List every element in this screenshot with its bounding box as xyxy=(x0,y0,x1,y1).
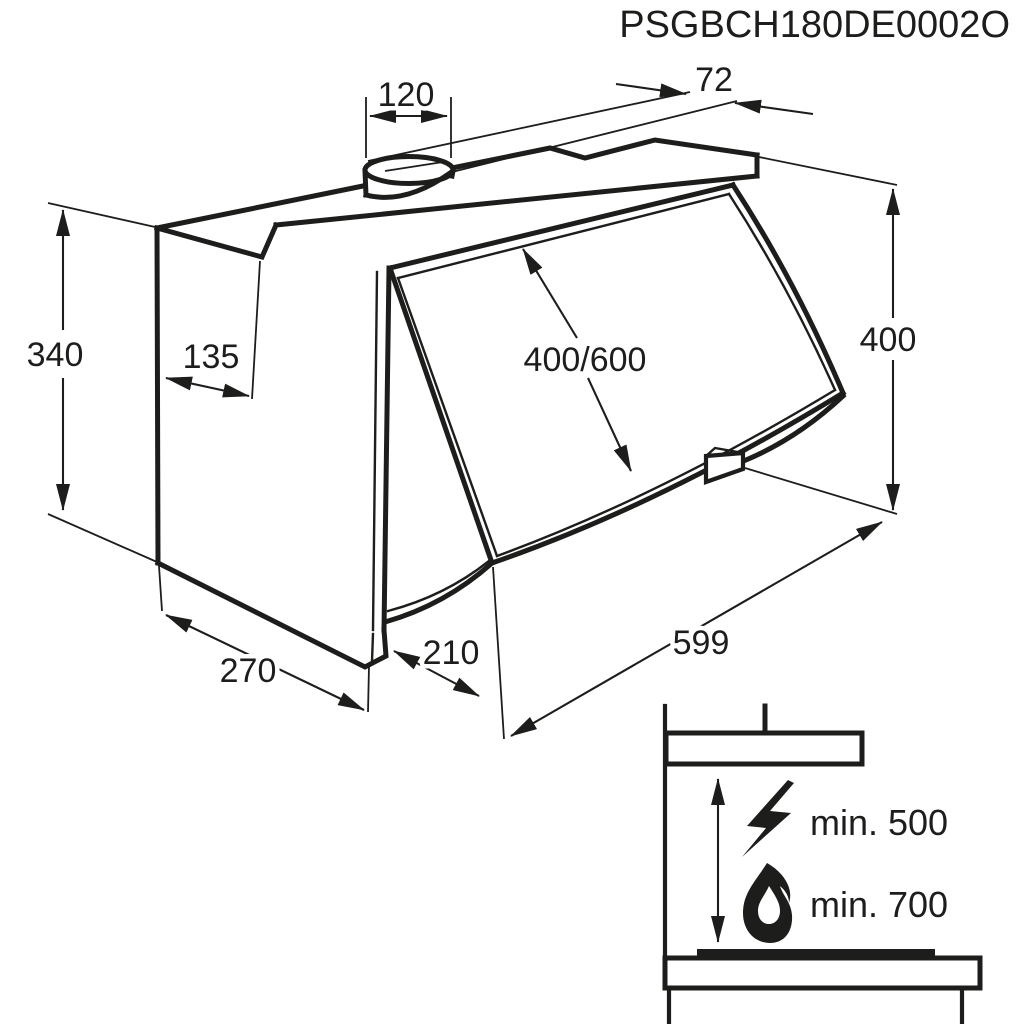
cabinet-legs xyxy=(666,985,965,1024)
panel-bottom-rim xyxy=(495,388,837,558)
panel-top-rim xyxy=(396,192,731,280)
front-left-inner-edge xyxy=(371,270,379,632)
inner-depth-dimension-line xyxy=(165,376,250,398)
flame-icon xyxy=(743,863,793,943)
dimension-front-depth: 210 xyxy=(393,630,484,697)
top-face-rear-edge xyxy=(154,137,760,231)
inner-depth-extension xyxy=(251,260,261,400)
panel-right-edge xyxy=(729,181,847,397)
front-depth-dimension-line xyxy=(393,650,480,697)
model-code-title: PSGBCH180DE0002O xyxy=(619,4,1010,46)
dimension-duct-diameter: 120 xyxy=(365,72,452,158)
bottom-depth-label: 270 xyxy=(220,652,277,690)
lightning-icon xyxy=(742,780,794,857)
bottom-frame-curve xyxy=(381,559,496,626)
rear-offset-label: 72 xyxy=(695,61,733,99)
bottom-depth-dimension-line xyxy=(165,614,365,711)
duct-extension-lines xyxy=(365,97,452,158)
worktop xyxy=(662,955,983,991)
clearance-diagram: min. 500 min. 700 xyxy=(662,703,983,1024)
inner-depth-label: 135 xyxy=(183,338,240,376)
height-extension-lines xyxy=(47,202,158,563)
duct-bottom-arc xyxy=(362,169,454,200)
front-height-extensions xyxy=(744,156,898,515)
body-height-label: 340 xyxy=(27,336,84,374)
dimension-panel-width: 400/600 xyxy=(519,248,651,472)
dimension-body-height: 340 xyxy=(22,202,158,563)
panel-width-label: 400/600 xyxy=(524,341,647,379)
body-bottom-band-line xyxy=(370,632,375,663)
offset-arrow-right xyxy=(734,99,814,116)
body-top-front-notch xyxy=(153,221,280,260)
dimension-rear-offset: 72 xyxy=(367,57,814,173)
hood-width-label: 599 xyxy=(673,624,730,662)
dimension-bottom-depth: 270 xyxy=(158,565,370,713)
panel-left-rim xyxy=(396,276,499,558)
hood-width-dimension-line xyxy=(510,521,883,737)
bottom-frame-inner-curve xyxy=(386,559,491,613)
front-height-label: 400 xyxy=(860,321,917,359)
offset-arrow-left xyxy=(615,82,687,98)
hood-unit-side-view xyxy=(663,730,865,767)
visor-curve xyxy=(742,392,847,464)
panel-width-arrow-down xyxy=(587,377,632,472)
duct-inner-rim xyxy=(384,161,444,172)
duct-left-side xyxy=(362,168,369,198)
front-left-vertical-edge xyxy=(381,265,392,633)
electric-clearance-label: min. 500 xyxy=(810,802,948,843)
panel-top-edge xyxy=(386,181,737,272)
exhaust-duct-collar xyxy=(362,154,456,200)
offset-extension-lines xyxy=(367,91,738,173)
panel-right-rim xyxy=(727,192,837,392)
hood-width-extension xyxy=(492,566,505,740)
body-left-edge xyxy=(154,225,161,566)
panel-width-arrow-up xyxy=(522,248,578,339)
dimension-front-height: 400 xyxy=(744,156,921,515)
panel-handle xyxy=(703,450,746,485)
panel-left-edge xyxy=(386,264,496,567)
bottom-depth-extensions xyxy=(158,565,370,713)
cooktop-surface xyxy=(697,949,935,958)
dimension-inner-depth: 135 xyxy=(165,260,261,400)
duct-diameter-label: 120 xyxy=(378,76,435,114)
dimension-hood-width: 599 xyxy=(492,521,883,740)
top-face-front-edge xyxy=(273,173,760,228)
hood-body-outline xyxy=(153,137,847,670)
front-depth-label: 210 xyxy=(423,634,480,672)
panel-handle-top xyxy=(704,446,745,458)
gas-clearance-label: min. 700 xyxy=(810,884,948,925)
